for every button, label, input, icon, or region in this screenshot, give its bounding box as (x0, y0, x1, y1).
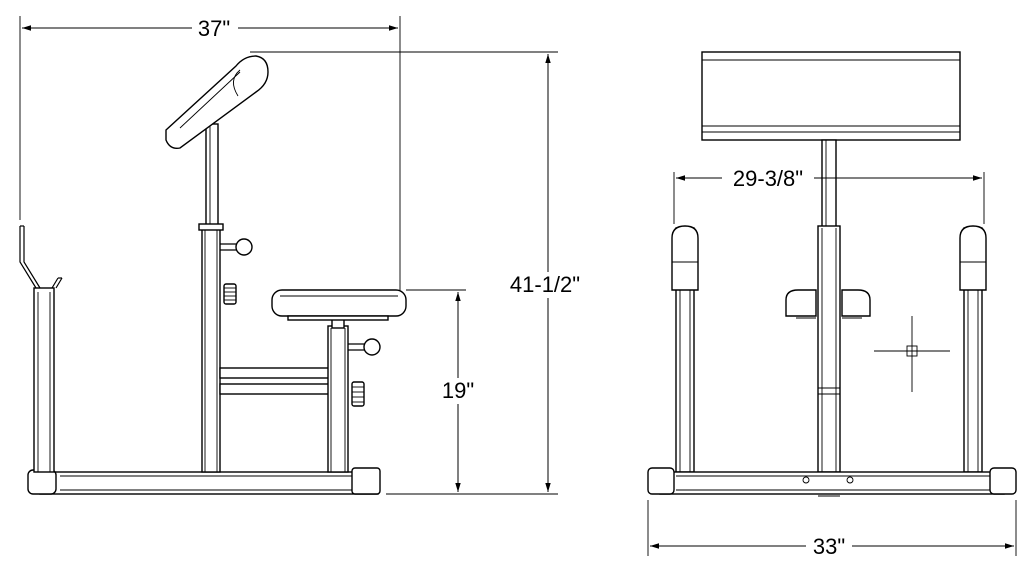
front-arm-pad (701, 51, 961, 141)
dim-overall-depth: 37" (22, 16, 398, 41)
side-cross-braces (219, 367, 331, 395)
side-base-rail (27, 467, 381, 495)
dim-upright-width: 29-3/8" (676, 166, 982, 191)
side-view: 37" 41-1/2" 19" (19, 16, 580, 495)
center-mark (874, 316, 950, 392)
dim-overall-depth-label: 37" (198, 16, 230, 41)
side-seat-post (327, 315, 381, 473)
front-seat (785, 289, 871, 319)
side-seat (271, 289, 407, 321)
dim-seat-height-label: 19" (442, 378, 474, 403)
front-view: 29-3/8" 33" (647, 51, 1017, 559)
dim-base-width: 33" (650, 534, 1014, 559)
side-main-upright (198, 123, 253, 473)
dim-overall-height-label: 41-1/2" (510, 272, 580, 297)
dim-base-width-label: 33" (813, 534, 845, 559)
front-base-rail (647, 467, 1017, 497)
front-left-upright (671, 225, 699, 473)
dim-upright-width-label: 29-3/8" (733, 166, 803, 191)
dim-overall-height: 41-1/2" (510, 54, 580, 492)
side-rear-upright (19, 225, 63, 473)
front-center-column (817, 139, 841, 473)
dim-seat-height: 19" (442, 292, 474, 492)
front-right-upright (959, 225, 987, 473)
side-arm-pad (165, 55, 269, 150)
